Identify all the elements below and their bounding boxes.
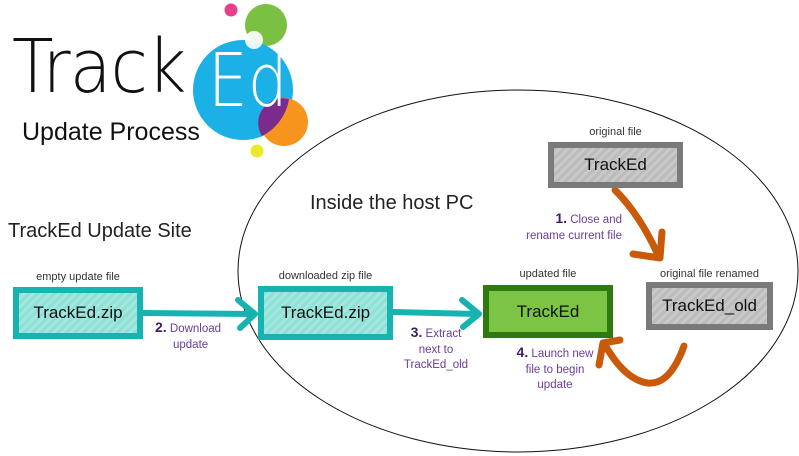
downloaded-zip-caption: downloaded zip file xyxy=(278,270,373,282)
update-site-title: TrackEd Update Site xyxy=(8,220,192,242)
step-3-label: 3. Extract next to TrackEd_old xyxy=(396,323,476,374)
renamed-file-label: TrackEd_old xyxy=(662,296,757,315)
logo-yellow-dot xyxy=(250,144,264,158)
step-2-text-line1: Download xyxy=(169,323,222,335)
download-arrow xyxy=(140,297,258,331)
logo-wordmark: Track xyxy=(12,24,186,110)
logo-purple-overlap xyxy=(258,98,289,136)
step-3-text-line3: TrackEd_old xyxy=(403,359,469,372)
step-4-number: 4. xyxy=(516,344,529,360)
empty-update-caption: empty update file xyxy=(36,271,120,283)
step-1-number: 1. xyxy=(555,210,567,226)
step-4-text-line2: file to begin xyxy=(525,363,585,376)
rename-arrow xyxy=(611,186,666,262)
updated-file-label: TrackEd xyxy=(516,301,580,321)
step-2-text-line2: update xyxy=(173,338,209,351)
updated-file-caption: updated file xyxy=(519,268,577,280)
step-4-text-line3: update xyxy=(537,379,573,392)
step-4-text-line1: Launch new xyxy=(531,348,594,360)
step-4-label: 4. Launch new file to begin update xyxy=(505,343,605,394)
step-3-text-line2: next to xyxy=(418,343,454,356)
logo-badge-text: Ed xyxy=(208,38,288,124)
step-2-label: 2. Download update xyxy=(155,318,245,353)
renamed-file-caption: original file renamed xyxy=(659,268,760,280)
step-1-label: 1. Close and rename current file xyxy=(480,209,622,244)
logo-subtitle: Update Process xyxy=(22,118,200,146)
logo-white-gap xyxy=(245,31,263,49)
step-1-text-line1: Close and xyxy=(570,214,622,226)
extract-arrow xyxy=(390,297,482,330)
host-pc-boundary xyxy=(237,89,799,453)
original-file-box: TrackEd xyxy=(548,142,683,188)
original-file-caption: original file xyxy=(589,126,642,138)
updated-file-box: TrackEd xyxy=(483,285,613,338)
step-3-number: 3. xyxy=(410,324,423,340)
step-3-text-line1: Extract xyxy=(425,328,462,340)
step-2-number: 2. xyxy=(155,319,167,335)
step-1-text-line2: rename current file xyxy=(526,229,622,242)
empty-update-file-label: TrackEd.zip xyxy=(33,303,123,322)
empty-update-file-box: TrackEd.zip xyxy=(13,287,143,339)
launch-arrow xyxy=(595,336,688,387)
original-file-label: TrackEd xyxy=(584,155,647,174)
logo-pink-dot xyxy=(224,3,238,17)
host-pc-title: Inside the host PC xyxy=(310,192,474,214)
renamed-file-box: TrackEd_old xyxy=(646,282,773,330)
downloaded-zip-box: TrackEd.zip xyxy=(258,286,393,340)
downloaded-zip-label: TrackEd.zip xyxy=(280,303,371,322)
